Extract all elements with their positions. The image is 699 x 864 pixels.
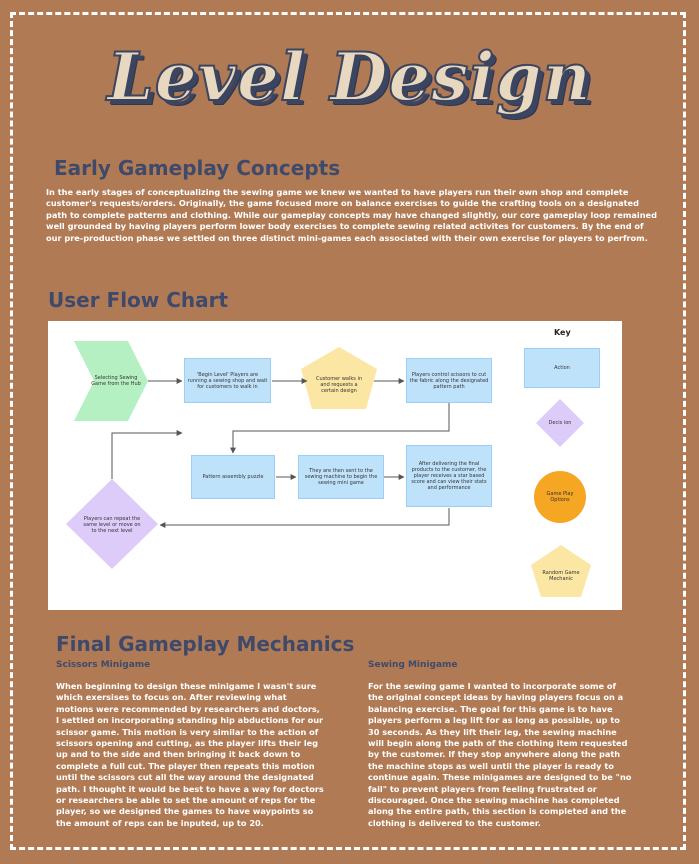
node-deliver-label: After delivering the final products to t…	[411, 461, 487, 491]
key-options-shape	[534, 471, 586, 523]
node-sent-label: They are then sent to the sewing machine…	[304, 468, 378, 486]
scissors-heading: Scissors Minigame	[56, 660, 151, 670]
node-repeat: Players can repeat the same level or mov…	[80, 503, 144, 547]
node-customer: Customer walks in and requests a certain…	[312, 365, 366, 405]
dashed-border	[10, 12, 686, 850]
node-start: Selecting Sewing Game from the Hub	[88, 359, 144, 403]
scissors-body: When beginning to design these minigame …	[56, 681, 324, 828]
key-random-label: Random Game Mechanic	[542, 570, 580, 582]
key-random: Random Game Mechanic	[536, 561, 586, 591]
key-decision-shape	[536, 399, 584, 447]
sewing-heading: Sewing Minigame	[368, 660, 458, 670]
early-concepts-body: In the early stages of conceptualizing t…	[46, 187, 657, 243]
node-pattern: Pattern assembly puzzle	[191, 455, 275, 499]
key-random-shape	[531, 545, 591, 597]
key-decision-label: Decis ion	[548, 420, 572, 426]
node-begin: 'Begin Level' Players are running a sewi…	[184, 358, 271, 403]
node-deliver: After delivering the final products to t…	[406, 445, 492, 507]
customer-shape	[301, 347, 377, 409]
key-title: Key	[554, 328, 571, 337]
node-scissors-label: Players control scissors to cut the fabr…	[409, 371, 489, 390]
node-begin-label: 'Begin Level' Players are running a sewi…	[187, 371, 268, 390]
key-options: Game Play Options	[538, 485, 582, 509]
sewing-body: For the sewing game I wanted to incorpor…	[368, 681, 632, 828]
flow-chart-shapes	[66, 341, 591, 597]
node-pattern-label: Pattern assembly puzzle	[202, 474, 264, 480]
repeat-shape	[66, 479, 158, 569]
node-repeat-label: Players can repeat the same level or mov…	[83, 516, 141, 534]
arrow-repeat-begin	[111, 430, 183, 479]
key-decision: Decis ion	[542, 411, 578, 435]
node-start-label: Selecting Sewing Game from the Hub	[91, 375, 141, 387]
arrow-scissors-pattern	[230, 403, 450, 454]
flow-chart: Selecting Sewing Game from the Hub 'Begi…	[48, 321, 622, 610]
node-sent: They are then sent to the sewing machine…	[298, 455, 384, 499]
flow-chart-heading: User Flow Chart	[48, 288, 229, 312]
arrow-deliver-repeat	[159, 508, 450, 528]
page-title: Level Design	[106, 37, 592, 117]
early-concepts-heading: Early Gameplay Concepts	[54, 156, 341, 180]
node-customer-label: Customer walks in and requests a certain…	[315, 376, 363, 394]
start-shape	[74, 341, 148, 421]
key-action: Action	[524, 348, 600, 388]
key-options-label: Game Play Options	[546, 491, 574, 503]
node-scissors: Players control scissors to cut the fabr…	[406, 358, 492, 403]
key-action-label: Action	[554, 365, 570, 371]
final-mechanics-heading: Final Gameplay Mechanics	[56, 632, 355, 656]
